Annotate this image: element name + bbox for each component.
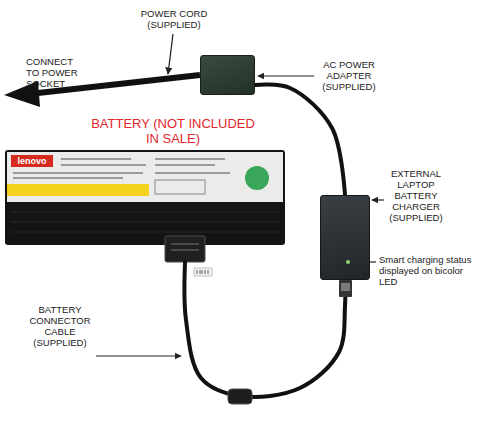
cable [255,85,345,195]
fine-print [155,164,215,166]
leader-line [258,75,314,76]
status-note: Smart charging status displayed on bicol… [379,254,479,287]
battery-pack: BATTERY (NOT INCLUDED IN SALE)lenovo [5,150,285,262]
leader-line [372,199,384,200]
battery-heading: BATTERY (NOT INCLUDED IN SALE) [83,116,263,146]
ferrite-bead [228,389,252,404]
power-adapter: AC POWER ADAPTER (SUPPLIED) [200,55,255,95]
fine-print [155,158,225,160]
li-ion-badge [245,166,269,190]
fine-print [155,172,230,174]
symbol-box [155,180,205,194]
battery-charger: EXTERNAL LAPTOP BATTERY CHARGER (SUPPLIE… [320,195,370,280]
battery-illustration [5,150,285,262]
fine-print [13,177,123,179]
battery-sticker [7,152,283,202]
callout-label: AC POWER ADAPTER (SUPPLIED) [317,59,381,92]
charger-plug [341,283,350,291]
battery-ridges [11,212,279,232]
cable-barcode [197,270,208,274]
callout-label: EXTERNAL LAPTOP BATTERY CHARGER (SUPPLIE… [385,168,447,223]
callout-label: POWER CORD (SUPPLIED) [136,8,212,30]
fine-print [61,164,146,166]
battery-body [5,150,285,245]
cable-tag [194,268,212,276]
brand-logo-text: lenovo [11,155,53,167]
charger-plug [339,280,352,297]
callout-label: CONNECT TO POWER SOCKET [26,56,80,89]
leader-line [168,34,173,74]
connector-pins [171,244,199,250]
brand-logo [11,155,53,167]
leader-line [96,355,181,356]
fine-print [61,158,131,160]
cable [185,262,346,397]
warning-stripe [7,184,149,196]
battery-connector [165,236,205,262]
fine-print [13,172,143,174]
callout-label: BATTERY CONNECTOR CABLE (SUPPLIED) [26,304,94,348]
